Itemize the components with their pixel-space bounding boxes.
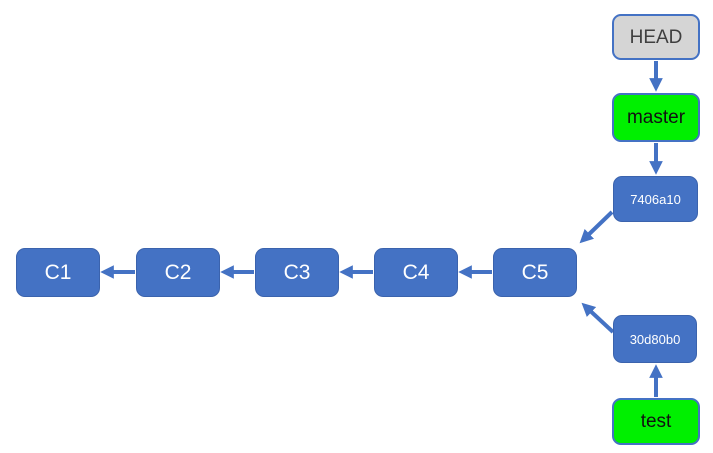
commit-hash-bottom-node: 30d80b0 [613,315,697,363]
arrow-commit-7406a10-to-c5 [579,210,614,244]
head-ref-node: HEAD [612,14,700,60]
commit-node-c2: C2 [136,248,220,297]
commit-label: C5 [521,261,549,284]
head-ref-label: HEAD [629,26,683,48]
commit-label: C2 [164,261,192,284]
commit-hash-top-label: 7406a10 [630,191,681,207]
commit-label: C1 [44,261,72,284]
commit-node-c5: C5 [493,248,577,297]
test-branch-node: test [612,398,700,445]
commit-node-c3: C3 [255,248,339,297]
master-branch-label: master [626,107,686,128]
test-branch-label: test [640,411,672,432]
master-branch-node: master [612,93,700,142]
commit-label: C4 [402,261,430,284]
commit-hash-bottom-label: 30d80b0 [629,331,681,347]
commit-node-c4: C4 [374,248,458,297]
commit-label: C3 [283,261,311,284]
commit-hash-top-node: 7406a10 [613,176,698,222]
commit-node-c1: C1 [16,248,100,297]
arrow-commit-30d80b0-to-c5 [581,302,615,334]
